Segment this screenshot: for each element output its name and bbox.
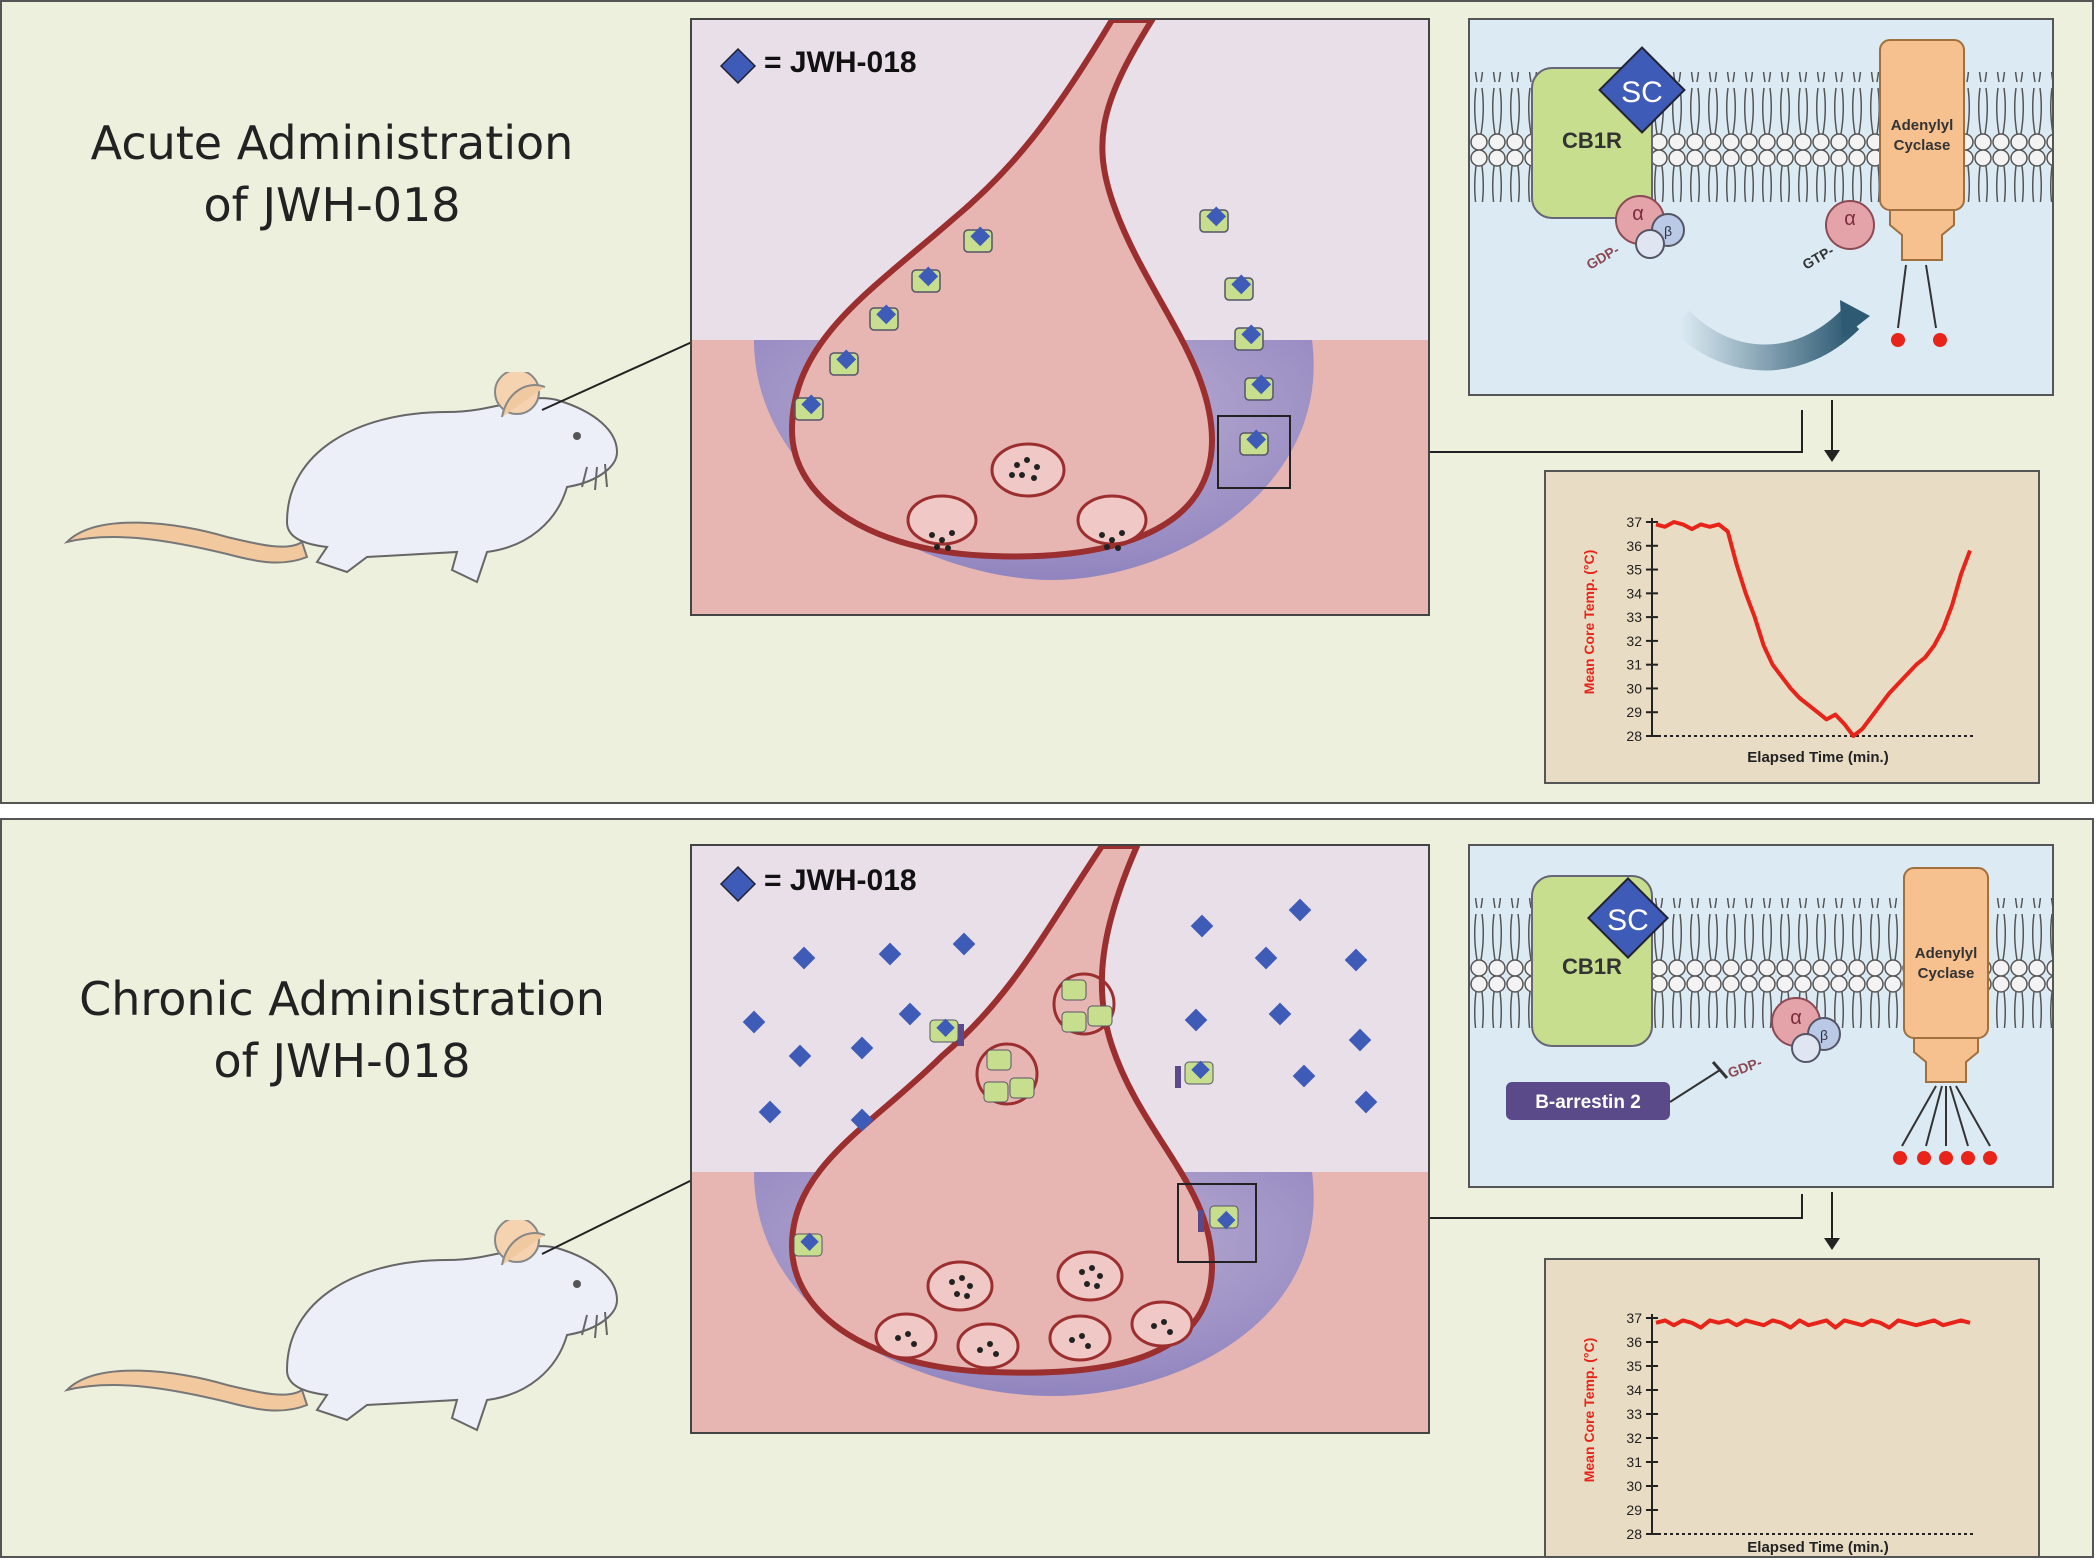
chronic-chart-y-tick-label: 34 bbox=[1626, 1382, 1642, 1398]
acute-enzyme-label-1: Adenylyl bbox=[1891, 117, 1954, 134]
acute-chart-series-line-0 bbox=[1655, 520, 1972, 738]
chronic-chart-ylabel: Mean Core Temp. (°C) bbox=[1581, 1338, 1597, 1483]
chronic-enzyme-label-1: Adenylyl bbox=[1915, 945, 1978, 962]
acute-receptors bbox=[794, 206, 1274, 456]
acute-gtp: GTP- bbox=[1800, 242, 1837, 273]
acute-synapse-drawing bbox=[692, 20, 1428, 614]
chronic-chart-panel: Mean Core Temp. (°C) Elapsed Time (min.)… bbox=[1544, 1258, 2040, 1558]
arrestin-label: B-arrestin 2 bbox=[1535, 1092, 1641, 1113]
chronic-alpha: α bbox=[1790, 1007, 1802, 1029]
acute-alpha: α bbox=[1632, 203, 1644, 225]
acute-pointer-line bbox=[541, 341, 1840, 462]
acute-membrane-drawing: CB1R SC Adenylyl Cyclase α β GDP- α GTP- bbox=[1470, 39, 2052, 371]
chronic-vesicle-dots bbox=[895, 1265, 1173, 1357]
mouse-illustration-chronic bbox=[63, 1220, 619, 1432]
acute-title-line1: Acute Administration bbox=[90, 116, 574, 170]
chronic-zoom-box bbox=[1177, 1183, 1257, 1263]
chronic-panel: Chronic Administration of JWH-018 bbox=[0, 818, 2094, 1558]
chronic-membrane-panel: CB1R SC B-arrestin 2 GDP- α β Adenylyl C… bbox=[1468, 844, 2054, 1188]
legend-diamond-chronic bbox=[719, 865, 757, 903]
chronic-synapse-panel: = JWH-018 bbox=[690, 844, 1430, 1434]
acute-vesicle-dots bbox=[929, 457, 1125, 551]
legend-diamond bbox=[719, 47, 757, 85]
chronic-chart-xlabel: Elapsed Time (min.) bbox=[1747, 1539, 1888, 1556]
acute-chart-y-tick-label: 35 bbox=[1626, 562, 1642, 578]
acute-chart-y-tick-label: 30 bbox=[1626, 680, 1642, 696]
acute-receptor-label: CB1R bbox=[1562, 128, 1622, 153]
acute-chart: Mean Core Temp. (°C) Elapsed Time (min.)… bbox=[1581, 514, 1976, 766]
camp-dots bbox=[1893, 1151, 1997, 1165]
camp-arrows bbox=[1901, 1085, 1991, 1147]
chronic-chart-y-tick-label: 30 bbox=[1626, 1478, 1642, 1494]
chronic-legend-label: = JWH-018 bbox=[764, 864, 917, 897]
chronic-chart-y-tick-label: 28 bbox=[1626, 1526, 1642, 1542]
acute-chart-y-tick-label: 34 bbox=[1626, 585, 1642, 601]
chronic-title: Chronic Administration of JWH-018 bbox=[72, 968, 612, 1092]
chronic-pointer-line bbox=[541, 1179, 1840, 1255]
chronic-chart-y-tick-label: 33 bbox=[1626, 1406, 1642, 1422]
chronic-surface-receptors bbox=[793, 1018, 1239, 1257]
acute-legend-label: = JWH-018 bbox=[764, 46, 917, 79]
acute-enzyme-label-2: Cyclase bbox=[1894, 137, 1951, 154]
acute-ligand-tag: SC bbox=[1621, 76, 1663, 109]
acute-chart-ylabel: Mean Core Temp. (°C) bbox=[1581, 550, 1597, 695]
chronic-receptor-label: CB1R bbox=[1562, 954, 1622, 979]
acute-title: Acute Administration of JWH-018 bbox=[82, 112, 582, 236]
acute-panel: Acute Administration of JWH-018 bbox=[0, 0, 2094, 804]
acute-chart-y-tick-label: 31 bbox=[1626, 657, 1642, 673]
chronic-title-line2: of JWH-018 bbox=[213, 1034, 471, 1088]
chronic-synapse-drawing bbox=[692, 846, 1428, 1432]
acute-chart-y-tick-label: 29 bbox=[1626, 704, 1642, 720]
chronic-chart: Mean Core Temp. (°C) Elapsed Time (min.)… bbox=[1581, 1310, 1976, 1556]
chronic-ligand-tag: SC bbox=[1607, 904, 1649, 937]
acute-chart-xlabel: Elapsed Time (min.) bbox=[1747, 749, 1888, 766]
acute-title-line2: of JWH-018 bbox=[203, 178, 461, 232]
acute-alpha-2: α bbox=[1844, 208, 1856, 230]
chronic-gdp: GDP- bbox=[1726, 1054, 1765, 1081]
chronic-title-line1: Chronic Administration bbox=[79, 972, 605, 1026]
acute-gdp: GDP- bbox=[1584, 241, 1623, 273]
acute-beta: β bbox=[1664, 223, 1672, 239]
chronic-chart-series-line-0 bbox=[1655, 1318, 1971, 1330]
chronic-chart-y-tick-label: 31 bbox=[1626, 1454, 1642, 1470]
chronic-chart-y-tick-label: 35 bbox=[1626, 1358, 1642, 1374]
acute-membrane-panel: CB1R SC Adenylyl Cyclase α β GDP- α GTP- bbox=[1468, 18, 2054, 396]
chronic-vesicles bbox=[874, 1250, 1194, 1370]
activation-arrow bbox=[1670, 310, 1860, 371]
chronic-beta: β bbox=[1820, 1027, 1828, 1043]
acute-chart-y-tick-label: 33 bbox=[1626, 609, 1642, 625]
chronic-membrane-drawing: CB1R SC B-arrestin 2 GDP- α β Adenylyl C… bbox=[1470, 867, 2052, 1165]
mouse-illustration bbox=[63, 372, 619, 584]
acute-chart-y-tick-label: 37 bbox=[1626, 514, 1642, 530]
chronic-chart-y-tick-label: 36 bbox=[1626, 1334, 1642, 1350]
acute-chart-y-tick-label: 36 bbox=[1626, 538, 1642, 554]
chronic-chart-y-tick-label: 37 bbox=[1626, 1310, 1642, 1326]
acute-chart-y-tick-label: 32 bbox=[1626, 633, 1642, 649]
chronic-chart-y-tick-label: 32 bbox=[1626, 1430, 1642, 1446]
chronic-chart-y-tick-label: 29 bbox=[1626, 1502, 1642, 1518]
internalized-receptors bbox=[975, 972, 1116, 1106]
acute-chart-y-tick-label: 28 bbox=[1626, 728, 1642, 744]
acute-synapse-panel: = JWH-018 bbox=[690, 18, 1430, 616]
chronic-enzyme-label-2: Cyclase bbox=[1918, 965, 1975, 982]
acute-zoom-box bbox=[1217, 415, 1291, 489]
acute-chart-panel: Mean Core Temp. (°C) Elapsed Time (min.)… bbox=[1544, 470, 2040, 784]
